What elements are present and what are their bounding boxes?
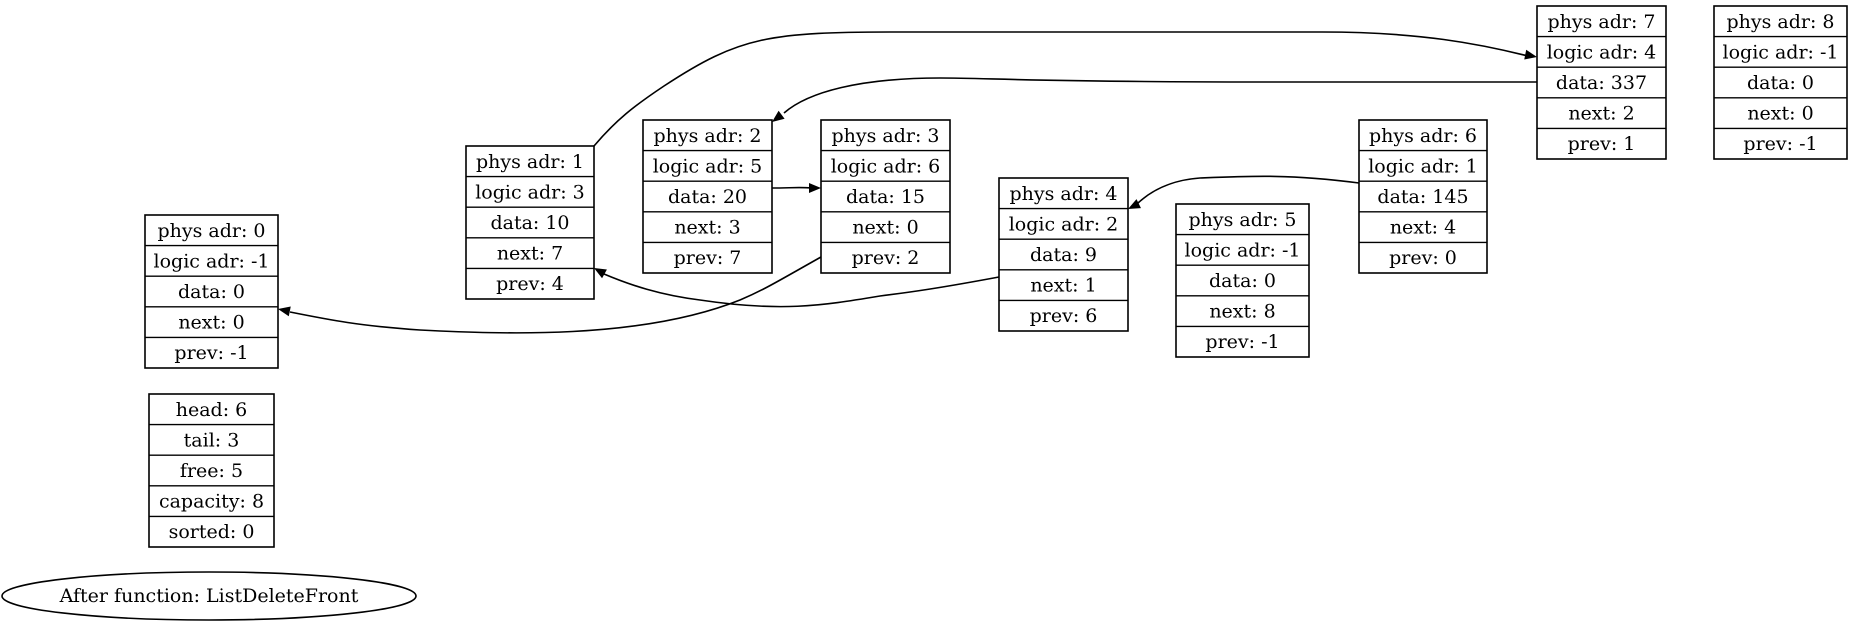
record-phys8: phys adr: 8 logic adr: -1 data: 0 next: 0 pr…	[1713, 5, 1848, 160]
record-phys2: phys adr: 2 logic adr: 5 data: 20 next: 3 pr…	[642, 119, 773, 274]
record-field: logic adr: 5	[653, 155, 763, 177]
edge-phys2-to-phys3	[771, 183, 821, 193]
record-field: next: 4	[1390, 217, 1456, 239]
edge-line	[603, 273, 1000, 308]
record-field: data: 0	[1209, 270, 1276, 292]
record-field: phys adr: 7	[1547, 11, 1655, 33]
record-border	[998, 177, 1129, 332]
record-field: phys adr: 3	[831, 125, 939, 147]
record-field: next: 0	[178, 312, 244, 334]
caption-ellipse	[1, 571, 417, 621]
edge-line	[593, 31, 1529, 147]
record-border	[1536, 5, 1667, 160]
record-field: next: 0	[852, 217, 918, 239]
record-field: data: 337	[1556, 72, 1647, 94]
record-border	[1175, 203, 1310, 358]
record-field: phys adr: 0	[157, 220, 265, 242]
record-border	[1358, 119, 1488, 274]
record-border	[148, 393, 275, 548]
record-field: phys adr: 4	[1009, 183, 1117, 205]
record-field: prev: 7	[674, 247, 742, 269]
record-field: phys adr: 8	[1726, 11, 1834, 33]
arrowhead	[594, 268, 607, 279]
edge-line	[783, 77, 1537, 114]
record-field: head: 6	[176, 399, 248, 421]
edge-phys6-to-phys4	[1128, 175, 1360, 209]
record-field: prev: -1	[174, 342, 248, 364]
record-field: next: 1	[1030, 275, 1096, 297]
caption-text: After function: ListDeleteFront	[59, 585, 359, 607]
arrowhead	[1128, 199, 1141, 209]
record-field: data: 145	[1377, 186, 1468, 208]
nodes-layer: phys adr: 0 logic adr: -1 data: 0 next: 0 pr…	[144, 5, 1848, 548]
record-phys6: phys adr: 6 logic adr: 1 data: 145 next: 4 p…	[1358, 119, 1488, 274]
record-field: logic adr: -1	[1185, 239, 1301, 261]
record-field: phys adr: 1	[476, 151, 584, 173]
record-phys7: phys adr: 7 logic adr: 4 data: 337 next: 2 p…	[1536, 5, 1667, 160]
record-field: phys adr: 2	[653, 125, 761, 147]
record-border	[465, 145, 595, 300]
caption-node: After function: ListDeleteFront	[1, 571, 417, 621]
record-field: phys adr: 6	[1369, 125, 1477, 147]
record-field: next: 0	[1747, 103, 1813, 125]
record-field: sorted: 0	[169, 521, 255, 543]
record-field: data: 10	[490, 212, 569, 234]
record-field: logic adr: -1	[1723, 41, 1839, 63]
arrowhead	[809, 183, 821, 193]
edge-phys4-to-phys1	[594, 268, 1000, 308]
record-field: phys adr: 5	[1188, 209, 1296, 231]
arrowhead	[772, 110, 785, 122]
record-field: prev: 1	[1568, 133, 1636, 155]
edges-layer	[278, 31, 1537, 334]
record-field: data: 15	[846, 186, 925, 208]
record-phys4: phys adr: 4 logic adr: 2 data: 9 next: 1 pre…	[998, 177, 1129, 332]
edge-phys1-to-phys7	[593, 31, 1537, 147]
record-field: logic adr: 3	[475, 181, 585, 203]
arrowhead	[1524, 49, 1537, 60]
record-field: prev: 2	[852, 247, 920, 269]
record-field: logic adr: 4	[1547, 41, 1657, 63]
record-border	[642, 119, 773, 274]
record-field: logic adr: -1	[154, 250, 270, 272]
record-field: capacity: 8	[159, 491, 264, 513]
record-field: tail: 3	[184, 429, 240, 451]
record-field: prev: 4	[496, 273, 564, 295]
record-field: prev: -1	[1743, 133, 1817, 155]
record-border	[820, 119, 951, 274]
record-field: logic adr: 6	[831, 155, 941, 177]
record-field: free: 5	[180, 460, 243, 482]
record-field: data: 0	[178, 281, 245, 303]
record-field: data: 9	[1030, 244, 1097, 266]
edge-phys3-to-phys0	[278, 256, 822, 334]
record-field: prev: 0	[1389, 247, 1457, 269]
record-field: prev: 6	[1030, 305, 1098, 327]
record-field: next: 2	[1568, 103, 1634, 125]
record-field: data: 20	[668, 186, 747, 208]
record-field: next: 3	[674, 217, 740, 239]
record-field: logic adr: 2	[1009, 213, 1119, 235]
record-phys0: phys adr: 0 logic adr: -1 data: 0 next: 0 pr…	[144, 214, 279, 369]
record-phys1: phys adr: 1 logic adr: 3 data: 10 next: 7 pr…	[465, 145, 595, 300]
edge-line	[1137, 175, 1360, 204]
edge-line	[289, 256, 822, 334]
record-field: next: 8	[1209, 301, 1275, 323]
record-border	[144, 214, 279, 369]
record-field: next: 7	[497, 243, 563, 265]
arrowhead	[278, 306, 291, 317]
record-info: head: 6 tail: 3 free: 5 capacity: 8 sorted: …	[148, 393, 275, 548]
record-field: prev: -1	[1205, 331, 1279, 353]
record-phys5: phys adr: 5 logic adr: -1 data: 0 next: 8 pr…	[1175, 203, 1310, 358]
record-border	[1713, 5, 1848, 160]
record-phys3: phys adr: 3 logic adr: 6 data: 15 next: 0 pr…	[820, 119, 951, 274]
record-field: logic adr: 1	[1368, 155, 1478, 177]
edge-phys7-to-phys2	[772, 77, 1537, 122]
record-field: data: 0	[1747, 72, 1814, 94]
